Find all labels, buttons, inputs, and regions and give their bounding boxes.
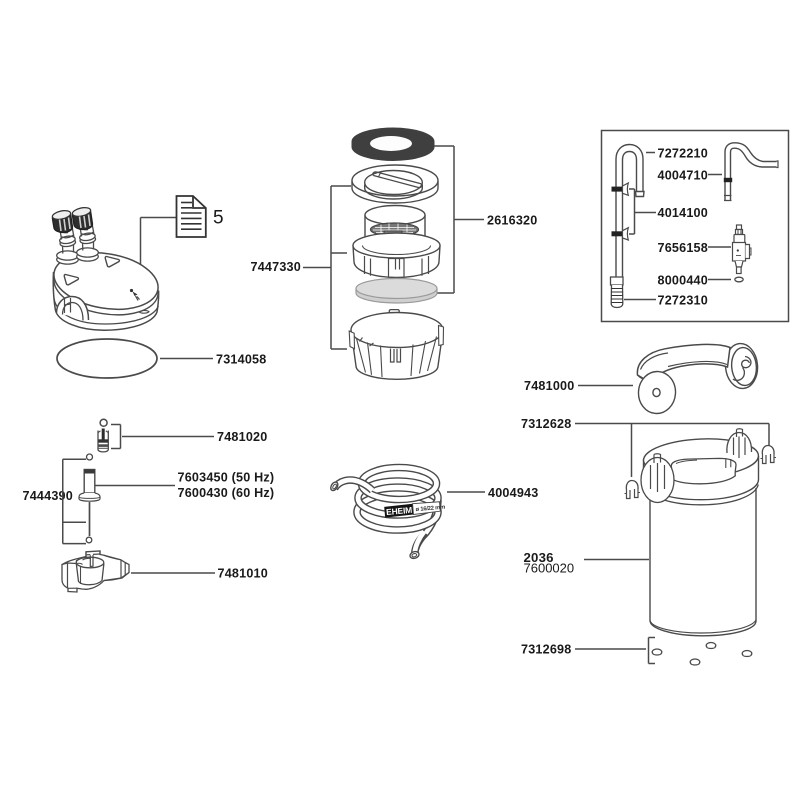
svg-text:7447330: 7447330	[251, 260, 301, 274]
svg-text:7656158: 7656158	[658, 241, 708, 255]
svg-text:8000440: 8000440	[658, 274, 708, 288]
svg-text:2616320: 2616320	[487, 214, 537, 228]
svg-text:5: 5	[213, 208, 224, 229]
svg-text:7272210: 7272210	[658, 147, 708, 161]
svg-text:7481020: 7481020	[217, 430, 267, 444]
svg-text:2036: 2036	[524, 550, 554, 565]
svg-text:7481010: 7481010	[218, 567, 268, 581]
svg-text:ø 16/22 mm: ø 16/22 mm	[415, 505, 445, 514]
svg-text:7272310: 7272310	[658, 294, 708, 308]
svg-text:7600020: 7600020	[524, 561, 575, 576]
svg-text:4004710: 4004710	[658, 169, 708, 183]
svg-text:4004943: 4004943	[488, 486, 538, 500]
svg-text:7314058: 7314058	[216, 353, 266, 367]
svg-text:4014100: 4014100	[658, 206, 708, 220]
svg-text:7312698: 7312698	[521, 643, 571, 657]
svg-text:EHEIM: EHEIM	[386, 505, 413, 517]
svg-text:7312628: 7312628	[521, 417, 571, 431]
svg-text:7603450 (50 Hz): 7603450 (50 Hz)	[178, 471, 275, 485]
svg-text:7481000: 7481000	[524, 379, 574, 393]
svg-text:7444390: 7444390	[23, 489, 73, 503]
svg-text:7600430 (60 Hz): 7600430 (60 Hz)	[178, 486, 275, 500]
